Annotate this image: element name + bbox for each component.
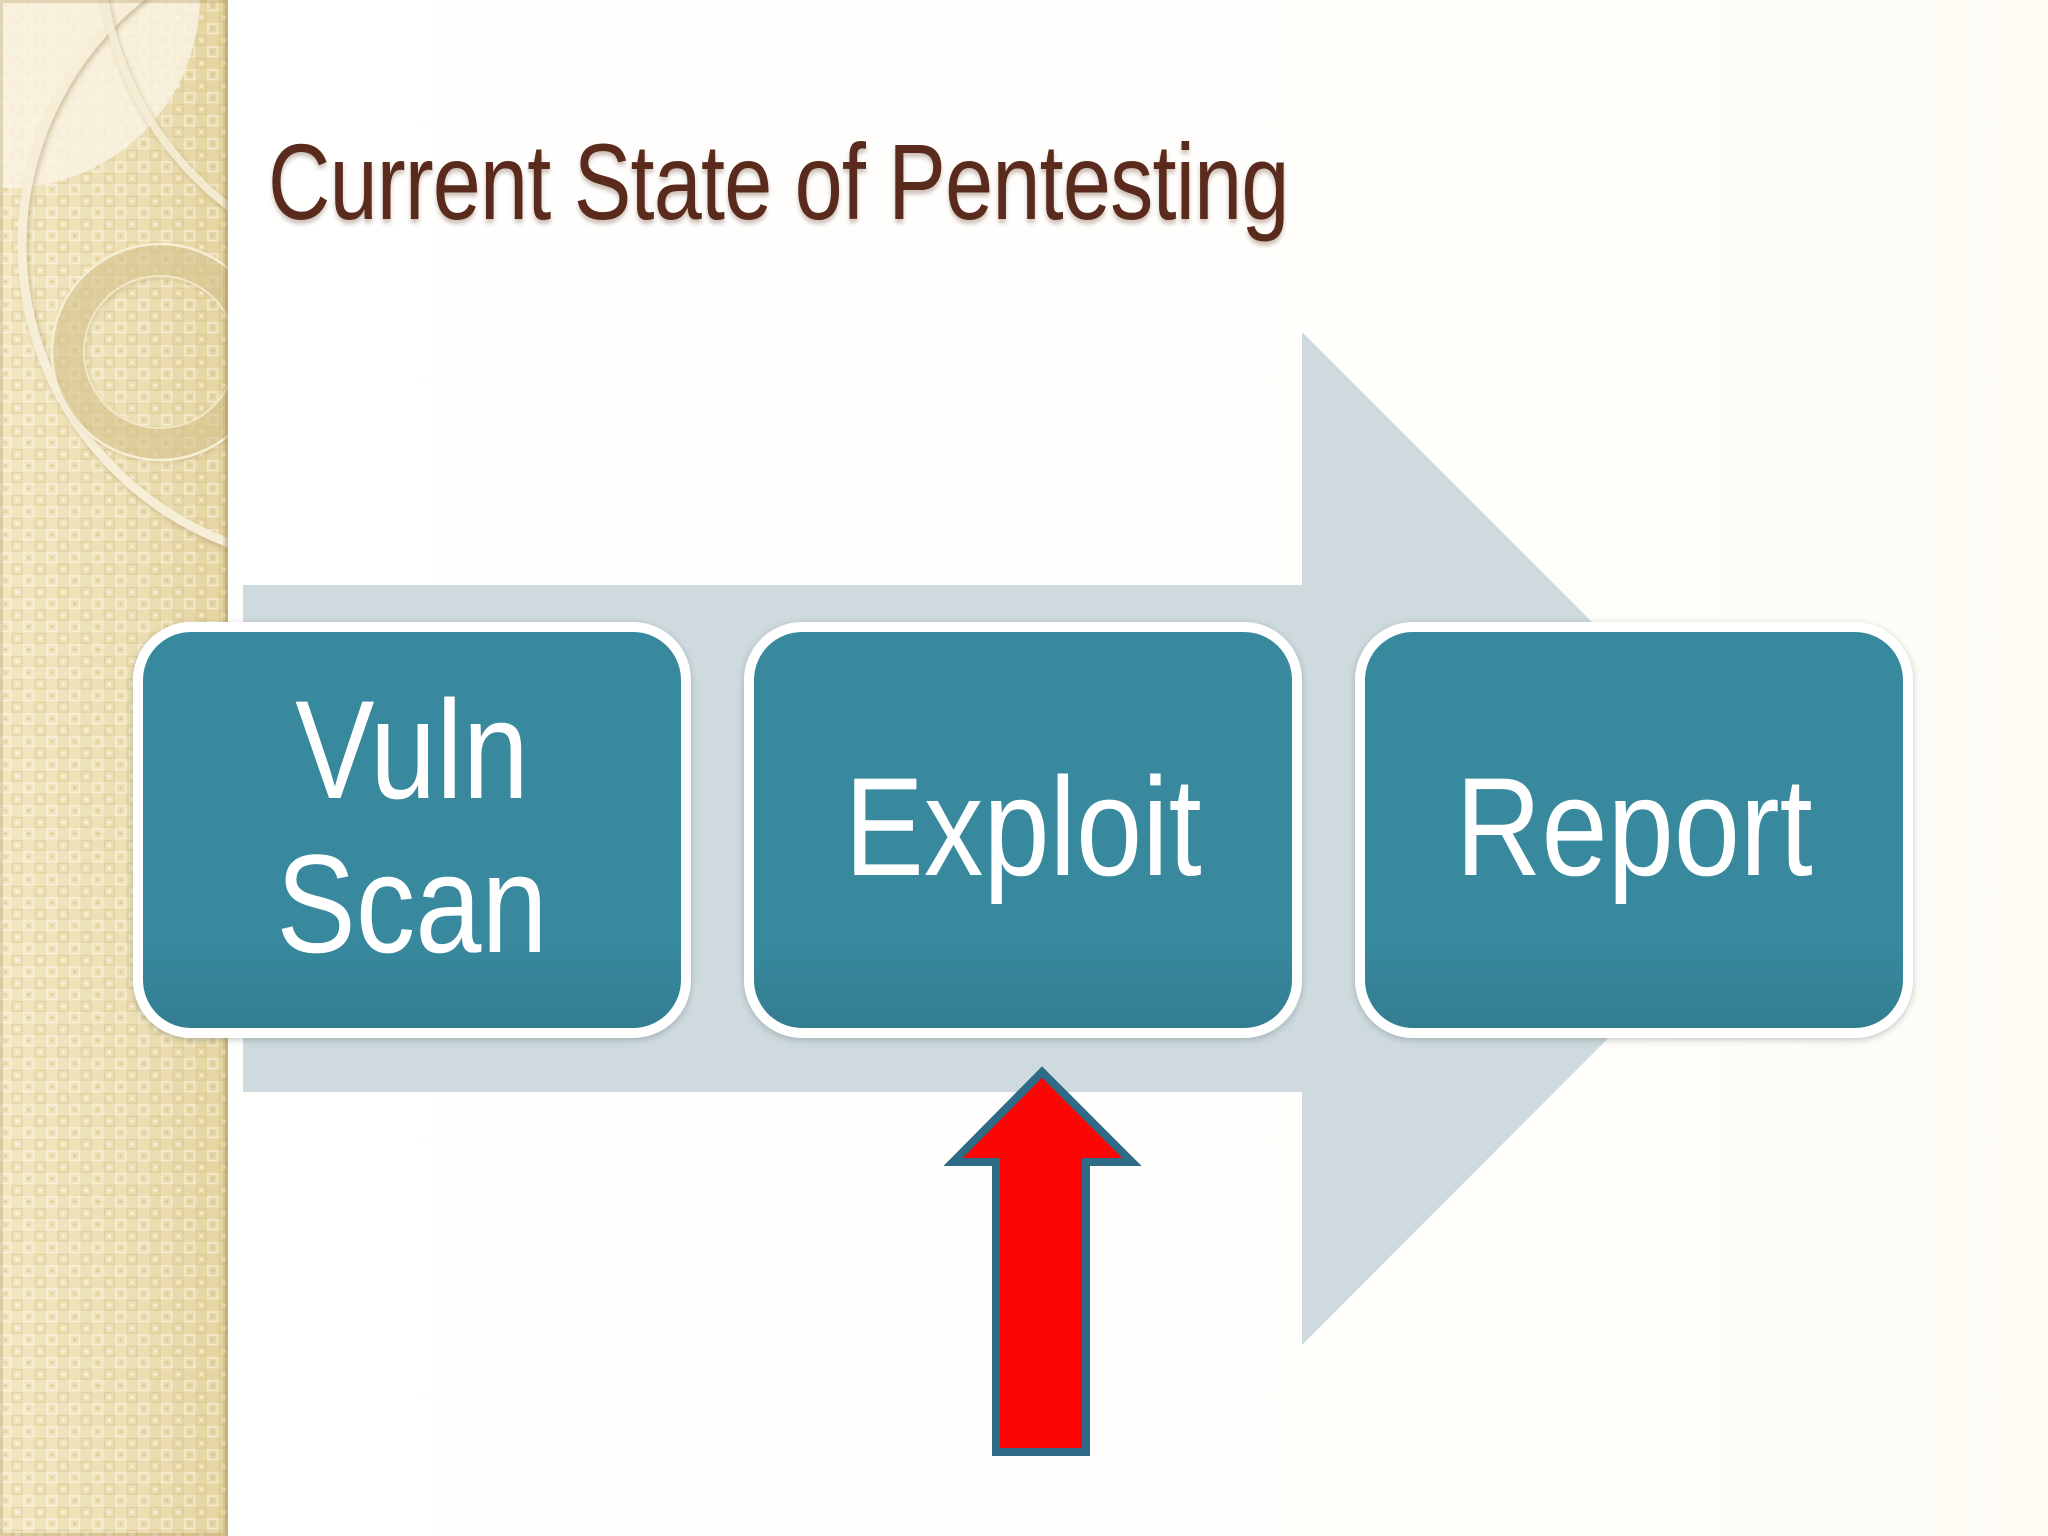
step-label: Vuln Scan [276, 671, 548, 982]
step-label: Report [1455, 748, 1813, 905]
process-step-report: Report [1355, 622, 1913, 1038]
process-step-vuln-scan: Vuln Scan [133, 622, 691, 1038]
step-label: Exploit [844, 748, 1202, 905]
decorative-circle-arc [17, 0, 228, 548]
process-step-exploit: Exploit [744, 622, 1302, 1038]
slide-title: Current State of Pentesting [268, 121, 1289, 242]
decorative-light-disc [0, 0, 200, 188]
decorative-ring [50, 242, 228, 462]
